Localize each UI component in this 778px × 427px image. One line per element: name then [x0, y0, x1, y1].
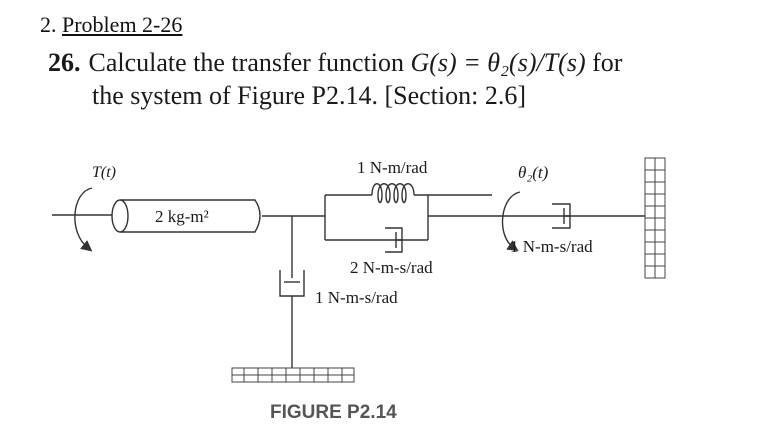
problem-line-2: the system of Figure P2.14. [Section: 2.…	[92, 81, 527, 110]
transfer-function-equation: G(s) = θ₂(s)/T(s)	[410, 48, 586, 77]
problem-text-b: for	[585, 48, 623, 77]
problem-number: 26.	[48, 48, 81, 77]
torque-arrow-icon	[74, 187, 93, 252]
inertia-cylinder	[111, 199, 261, 233]
ground-wall-right	[644, 157, 666, 279]
theta-label: θ₂(t)	[518, 163, 549, 182]
section-title-link[interactable]: Problem 2-26	[62, 12, 183, 37]
parallel-damper-label: 2 N-m-s/rad	[350, 258, 433, 277]
inertia-label: 2 kg-m²	[155, 207, 209, 226]
ground-wall-bottom	[231, 367, 355, 383]
spring-coil-icon	[371, 183, 415, 204]
torque-label: T(t)	[92, 164, 116, 181]
problem-text-a: Calculate the transfer function	[88, 48, 411, 77]
section-heading: 2. Problem 2-26	[40, 12, 182, 38]
section-number: 2.	[40, 12, 57, 37]
wall-damper-label: 1 N-m-s/rad	[510, 237, 593, 256]
ground-damper-label: 1 N-m-s/rad	[315, 288, 398, 307]
theta-rotation-arrow-icon	[501, 191, 521, 252]
figure-caption: FIGURE P2.14	[270, 402, 397, 423]
spring-label: 1 N-m/rad	[357, 158, 428, 177]
problem-statement: 26.Calculate the transfer function G(s) …	[48, 46, 738, 112]
